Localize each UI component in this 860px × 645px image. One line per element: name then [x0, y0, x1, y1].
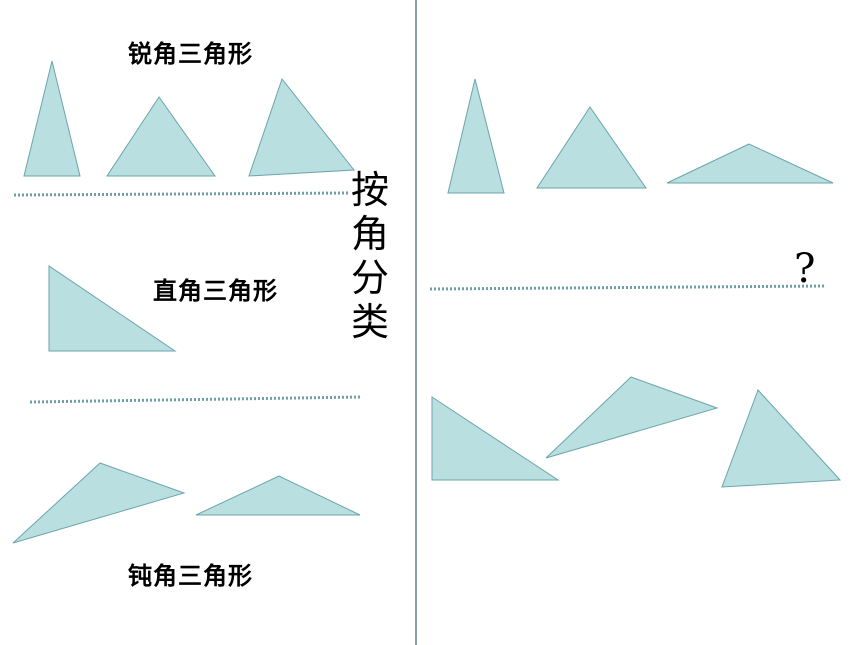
right-triangle — [48, 265, 177, 352]
obtuse-triangle-label: 钝角三角形 — [128, 562, 253, 590]
acute-triangle-equilateral — [106, 96, 216, 177]
dotted-separator-left-bottom — [29, 395, 363, 404]
dotted-separator-right — [429, 284, 827, 291]
acute-triangle-tilted-copy — [721, 389, 842, 488]
right-triangle-copy — [431, 396, 560, 481]
acute-triangle-equilateral-copy — [536, 106, 647, 189]
obtuse-triangle-slanted — [545, 376, 719, 459]
title-char-3: 分 — [350, 256, 389, 300]
acute-triangle-label: 锐角三角形 — [128, 40, 253, 68]
obtuse-triangle-flat — [666, 143, 834, 184]
title-char-1: 按 — [350, 168, 389, 212]
obtuse-triangle-left — [12, 462, 186, 544]
classify-by-angle-title: 按 角 分 类 — [348, 168, 392, 344]
right-triangle-label: 直角三角形 — [153, 277, 278, 305]
acute-triangle-tall — [23, 60, 81, 177]
title-char-4: 类 — [350, 300, 389, 344]
obtuse-triangle-right — [195, 475, 361, 516]
dotted-separator-left-top — [13, 191, 351, 197]
title-char-2: 角 — [350, 212, 389, 256]
question-mark: ? — [794, 246, 816, 292]
acute-triangle-tall-copy — [447, 78, 505, 194]
acute-triangle-tilted — [248, 77, 355, 177]
